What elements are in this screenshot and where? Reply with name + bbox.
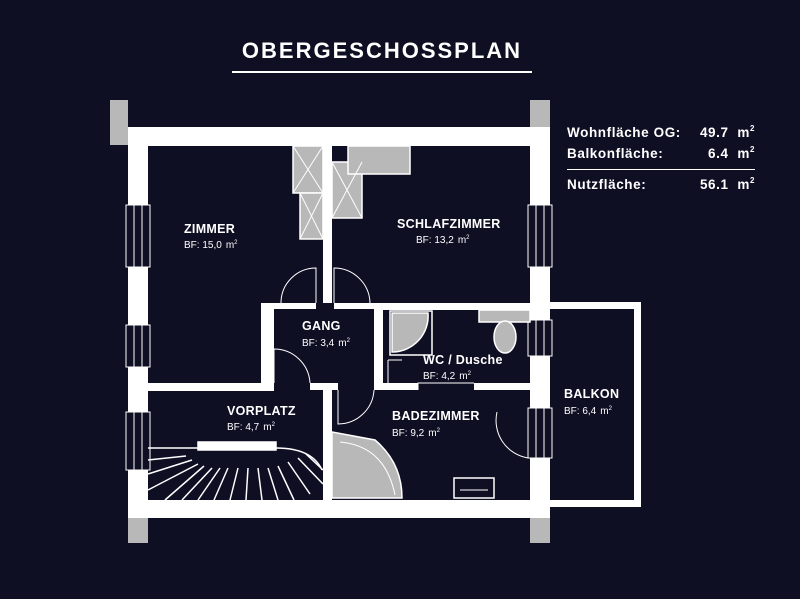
wall-bottom xyxy=(128,500,550,518)
area-row-balkonflaeche: Balkonfläche: 6.4 m2 xyxy=(567,143,755,164)
area-value: 56.1 xyxy=(699,177,729,192)
area-value-group: 6.4 m2 xyxy=(708,143,755,164)
gable-stub-right-top xyxy=(530,100,550,127)
area-value: 49.7 xyxy=(699,125,729,140)
door-badezimmer xyxy=(337,389,375,425)
area-row-nutzflaeche: Nutzfläche: 56.1 m2 xyxy=(567,174,755,195)
wall-balkon-top xyxy=(550,302,641,309)
area-unit-exponent: 2 xyxy=(749,145,755,154)
wall-top xyxy=(128,127,550,146)
window-zimmer-top xyxy=(125,204,151,268)
room-name-balkon: BALKON xyxy=(564,387,619,401)
door-zimmer xyxy=(280,267,317,304)
area-unit: m xyxy=(737,146,750,161)
wall-center-upper xyxy=(323,146,332,303)
wardrobe-hatching xyxy=(292,145,363,240)
door-schlafzimmer xyxy=(333,267,371,304)
wall-gang-left xyxy=(261,303,274,383)
stair-landing-rail xyxy=(197,441,277,451)
staircase xyxy=(147,441,324,501)
wall-balkon-bottom xyxy=(550,500,641,507)
gable-stub-left-top xyxy=(110,100,128,145)
plan-title: OBERGESCHOSSPLAN xyxy=(241,38,523,63)
fixtures xyxy=(331,309,531,499)
room-name-vorplatz: VORPLATZ xyxy=(227,404,296,418)
room-name-gang: GANG xyxy=(302,319,341,333)
area-label: Nutzfläche: xyxy=(567,177,647,192)
wall-gang-top-left xyxy=(274,303,316,309)
bathtub-icon xyxy=(331,431,403,499)
window-schlafzimmer xyxy=(527,204,553,268)
area-unit-exponent: 2 xyxy=(749,124,755,133)
area-value: 6.4 xyxy=(708,146,729,161)
wall-gang-top-right xyxy=(334,303,374,309)
room-name-wc: WC / Dusche xyxy=(423,353,503,367)
door-balkon xyxy=(495,411,529,459)
wall-zimmer-vorplatz xyxy=(148,383,274,391)
area-unit: m xyxy=(737,125,750,140)
wall-wc-bottom-right xyxy=(474,383,530,390)
shaft-box xyxy=(347,145,411,175)
toilet-icon xyxy=(493,320,517,354)
door-vorplatz xyxy=(273,348,311,384)
room-name-schlafzimmer: SCHLAFZIMMER xyxy=(397,217,501,231)
wall-wc-bottom-left xyxy=(374,383,418,390)
wall-gang-right xyxy=(374,303,383,383)
gable-stub-left-bottom xyxy=(128,518,148,543)
fixture-details xyxy=(339,359,488,496)
shower-icon xyxy=(391,312,429,353)
area-unit-exponent: 2 xyxy=(749,176,755,185)
area-label: Balkonfläche: xyxy=(567,146,664,161)
room-name-zimmer: ZIMMER xyxy=(184,222,235,236)
area-row-wohnflaeche: Wohnfläche OG: 49.7 m2 xyxy=(567,122,755,143)
window-zimmer-bottom xyxy=(125,324,151,368)
wall-gang-bottom xyxy=(310,383,338,390)
window-wc xyxy=(527,319,553,357)
doors xyxy=(273,267,529,459)
area-value-group: 56.1 m2 xyxy=(700,174,755,195)
shower-tray xyxy=(389,310,433,356)
window-vorplatz xyxy=(125,411,151,471)
window-balkon-door xyxy=(527,407,553,459)
wall-balkon-right xyxy=(634,302,641,507)
title-underline xyxy=(232,71,532,73)
room-name-badezimmer: BADEZIMMER xyxy=(392,409,480,423)
wall-center-lower xyxy=(323,390,332,500)
gable-stub-right-bottom xyxy=(530,518,550,543)
toilet-cistern xyxy=(478,309,531,323)
area-value-group: 49.7 m2 xyxy=(700,122,755,143)
wall-wc-top xyxy=(374,303,530,310)
area-summary: Wohnfläche OG: 49.7 m2 Balkonfläche: 6.4… xyxy=(567,122,755,195)
gable-stubs xyxy=(110,100,550,543)
area-label: Wohnfläche OG: xyxy=(567,125,681,140)
windows xyxy=(125,204,553,471)
window-glazing xyxy=(133,205,545,470)
door-wc-opening xyxy=(417,382,474,390)
washbasin-icon xyxy=(453,477,495,499)
area-divider xyxy=(567,169,755,170)
wardrobes xyxy=(292,145,411,240)
area-unit: m xyxy=(737,177,750,192)
